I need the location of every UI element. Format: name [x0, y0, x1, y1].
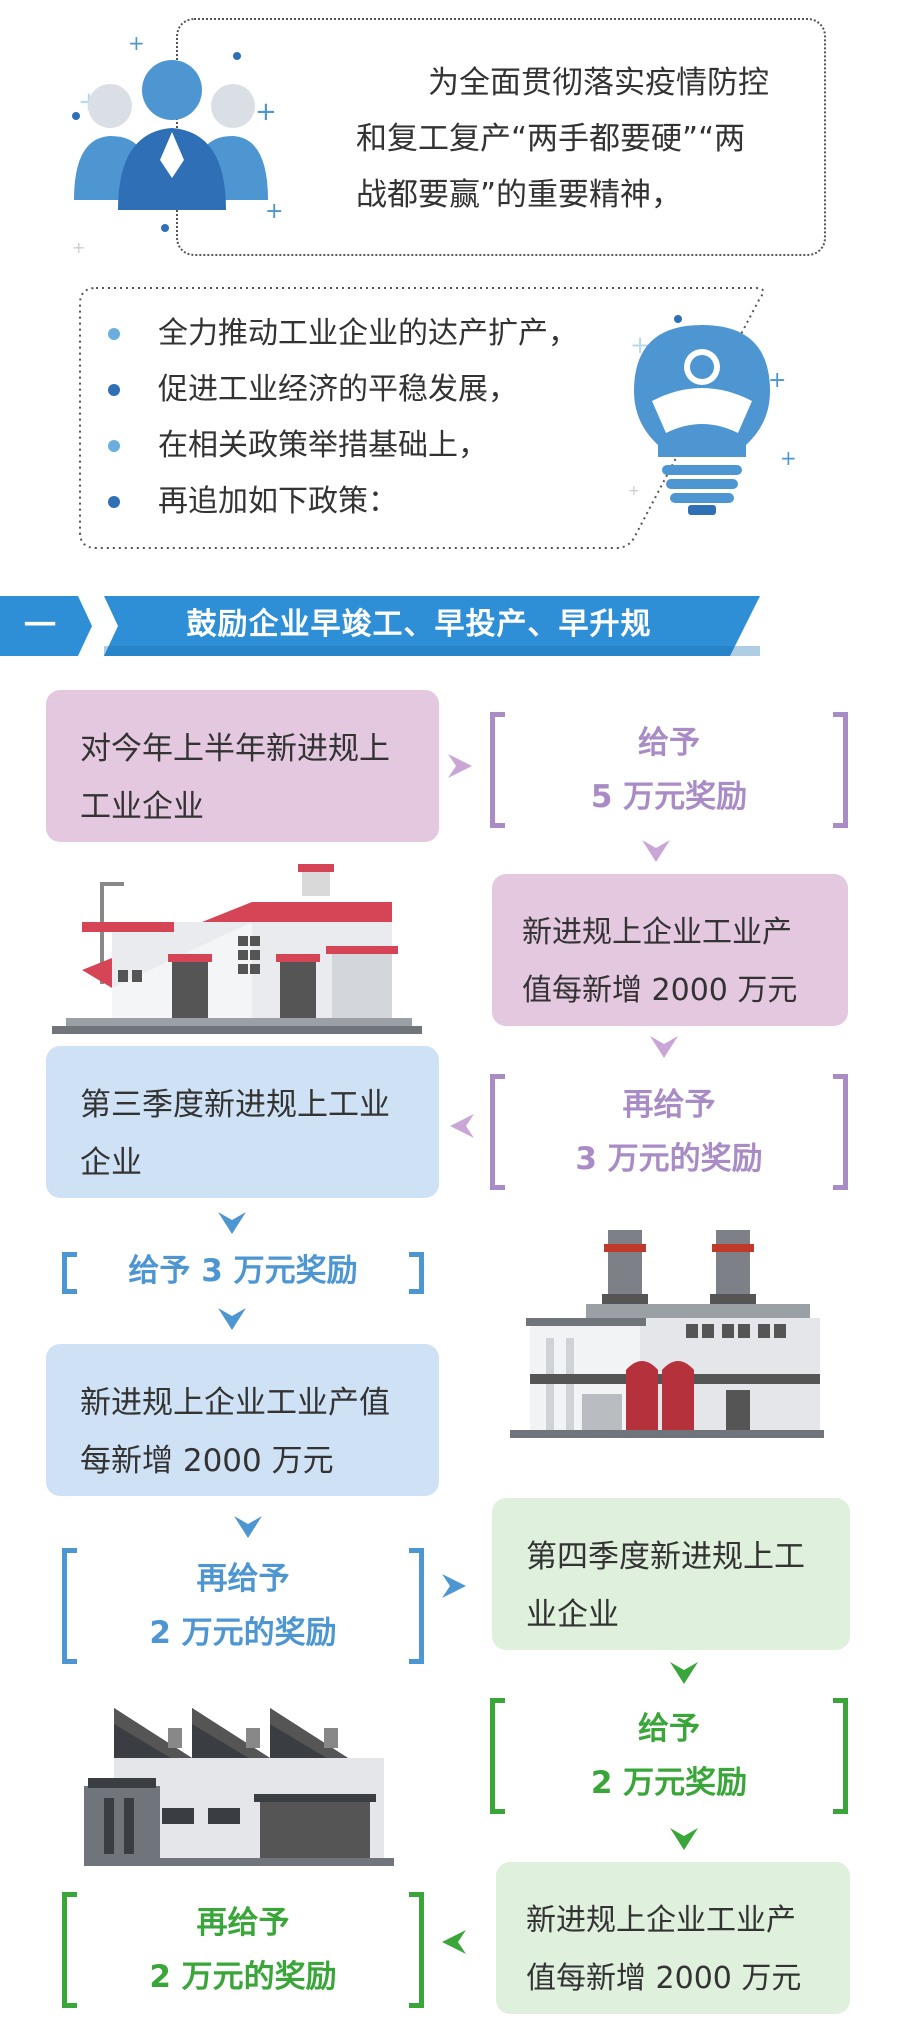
bullet-dot [108, 384, 120, 396]
bullet-dot [108, 440, 120, 452]
award-line: 再给予 [196, 1905, 290, 1941]
award-line: 2 万元的奖励 [149, 1615, 337, 1651]
bullet-text: 再追加如下政策： [158, 484, 398, 519]
arrow-icon [448, 754, 472, 778]
award-5w: 给予 5 万元奖励 [490, 712, 848, 828]
intro-line-3: 战都要赢”的重要精神， [356, 177, 683, 213]
card-output-increase-1: 新进规上企业工业产 值每新增 2000 万元 [492, 874, 848, 1026]
arrow-icon [218, 1212, 246, 1234]
arrow-icon [650, 1036, 678, 1058]
intro-text: 为全面贯彻落实疫情防控 和复工复产“两手都要硬”“两 战都要赢”的重要精神， [356, 55, 769, 223]
award-line: 给予 3 万元奖励 [128, 1253, 358, 1289]
award-line: 5 万元奖励 [590, 779, 748, 815]
svg-text:+: + [72, 238, 85, 257]
award-line: 再给予 [622, 1087, 716, 1123]
card-line: 新进规上企业工业产 [526, 1903, 796, 1938]
card-line: 第四季度新进规上工 [526, 1539, 805, 1575]
card-output-increase-2: 新进规上企业工业产值 每新增 2000 万元 [46, 1344, 439, 1496]
card-q3-new-enterprises: 第三季度新进规上工业 企业 [46, 1046, 439, 1198]
card-line: 第三季度新进规上工业 [80, 1087, 390, 1123]
card-line: 每新增 2000 万元 [80, 1443, 334, 1479]
sawtooth-factory-icon [84, 1708, 394, 1866]
intro-line-1: 为全面贯彻落实疫情防控 [428, 65, 769, 101]
award-3w-extra: 再给予 3 万元的奖励 [490, 1074, 848, 1190]
card-line: 值每新增 2000 万元 [522, 973, 798, 1008]
section-number: 一 [23, 606, 56, 644]
card-line: 业企业 [526, 1597, 619, 1633]
svg-text:+: + [128, 31, 145, 55]
award-line: 再给予 [196, 1561, 290, 1597]
factory-icon [52, 864, 422, 1034]
card-output-increase-3: 新进规上企业工业产 值每新增 2000 万元 [496, 1862, 850, 2014]
svg-text:+: + [768, 368, 786, 393]
award-3w: 给予 3 万元奖励 [62, 1252, 424, 1294]
lightbulb-icon: + + + + [628, 315, 797, 515]
award-2w-extra-green: 再给予 2 万元的奖励 [62, 1892, 424, 2008]
card-line: 工业企业 [80, 789, 204, 825]
award-line: 2 万元奖励 [590, 1765, 748, 1801]
award-line: 3 万元的奖励 [575, 1141, 763, 1177]
card-q4-new-enterprises: 第四季度新进规上工 业企业 [492, 1498, 850, 1650]
arrow-icon [670, 1662, 698, 1684]
card-line: 新进规上企业工业产 [522, 915, 792, 950]
list-item: 全力推动工业企业的达产扩产， [80, 306, 578, 362]
card-line: 企业 [80, 1145, 142, 1181]
bullet-text: 全力推动工业企业的达产扩产， [158, 316, 578, 351]
card-h1-new-enterprises: 对今年上半年新进规上 工业企业 [46, 690, 439, 842]
section-banner [0, 596, 760, 656]
card-line: 值每新增 2000 万元 [526, 1961, 802, 1996]
card-line: 对今年上半年新进规上 [80, 731, 390, 767]
arrow-icon [442, 1930, 466, 1954]
award-2w-extra-blue: 再给予 2 万元的奖励 [62, 1548, 424, 1664]
svg-text:+: + [780, 446, 797, 470]
arrow-icon [234, 1516, 262, 1538]
award-2w-green: 给予 2 万元奖励 [490, 1698, 848, 1814]
section-title: 鼓励企业早竣工、早投产、早升规 [186, 607, 652, 642]
award-line: 2 万元的奖励 [149, 1959, 337, 1995]
arrow-icon [450, 1114, 474, 1138]
bullet-dot [108, 328, 120, 340]
bullet-dot [108, 496, 120, 508]
svg-text:+: + [265, 199, 283, 224]
bullet-text: 在相关政策举措基础上， [158, 428, 488, 463]
bullet-list: 全力推动工业企业的达产扩产， 促进工业经济的平稳发展， 在相关政策举措基础上， … [80, 306, 578, 530]
award-line: 给予 [638, 725, 700, 761]
arrow-icon [442, 1574, 466, 1598]
svg-text:+: + [628, 483, 640, 499]
award-line: 给予 [638, 1711, 700, 1747]
list-item: 促进工业经济的平稳发展， [80, 362, 578, 418]
list-item: 再追加如下政策： [80, 474, 578, 530]
arrow-icon [218, 1308, 246, 1330]
svg-text:+: + [255, 97, 277, 127]
arrow-icon [670, 1828, 698, 1850]
card-line: 新进规上企业工业产值 [80, 1385, 390, 1421]
arrow-icon [642, 840, 670, 862]
bullet-text: 促进工业经济的平稳发展， [158, 372, 518, 407]
people-icon: + + + + + [72, 31, 283, 257]
intro-line-2: 和复工复产“两手都要硬”“两 [356, 121, 746, 157]
list-item: 在相关政策举措基础上， [80, 418, 578, 474]
chimney-factory-icon [510, 1230, 824, 1438]
